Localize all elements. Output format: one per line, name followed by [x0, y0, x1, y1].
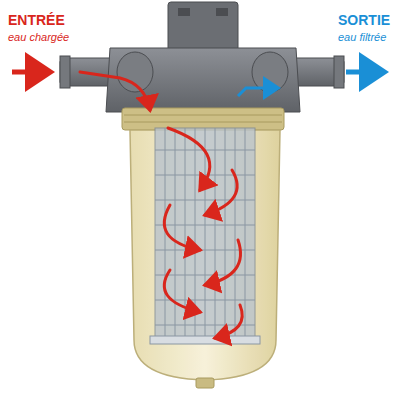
inlet-note: eau chargée — [8, 31, 69, 43]
outlet-note: eau filtrée — [338, 31, 386, 43]
outlet-label: SORTIE — [338, 12, 390, 28]
inlet-label: ENTRÉE — [8, 12, 65, 28]
